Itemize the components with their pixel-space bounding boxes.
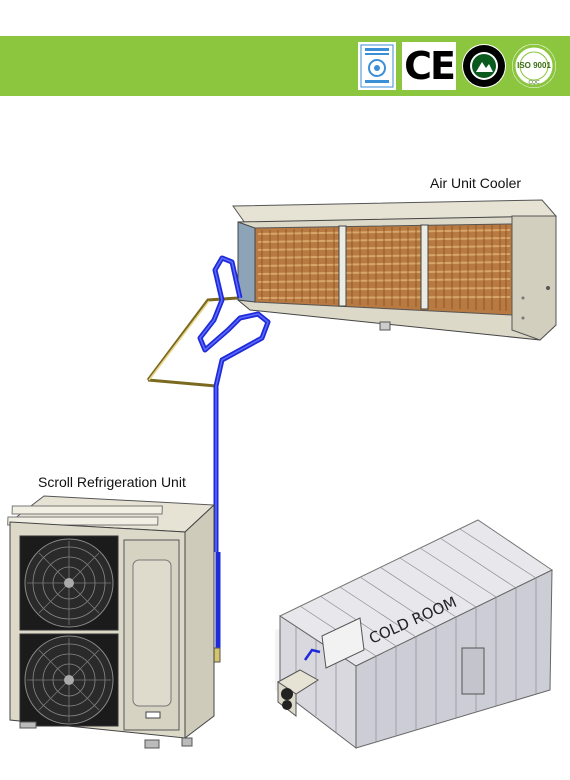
iso14000-badge-icon [462, 44, 506, 88]
fan-lower [19, 633, 119, 727]
fan-upper [19, 535, 119, 631]
iso9001-text: ISO 9001 [517, 61, 551, 70]
scroll-refrigeration-unit [7, 495, 216, 749]
cqc-text: CQC [528, 80, 540, 86]
air-unit-cooler [232, 199, 558, 341]
certification-logos: CE ISO 9001 CQC [358, 42, 556, 90]
ce-mark-icon: CE [402, 42, 456, 90]
iso9001-cqc-badge: ISO 9001 CQC [512, 44, 556, 88]
room-panel-seams [295, 528, 537, 742]
header-banner: CE ISO 9001 CQC [0, 36, 570, 96]
scroll-refrigeration-unit-label: Scroll Refrigeration Unit [38, 474, 186, 490]
cold-room [275, 519, 553, 750]
quality-certificate-logo [358, 42, 397, 90]
coil-fins [257, 225, 511, 311]
air-unit-cooler-label: Air Unit Cooler [430, 175, 522, 191]
